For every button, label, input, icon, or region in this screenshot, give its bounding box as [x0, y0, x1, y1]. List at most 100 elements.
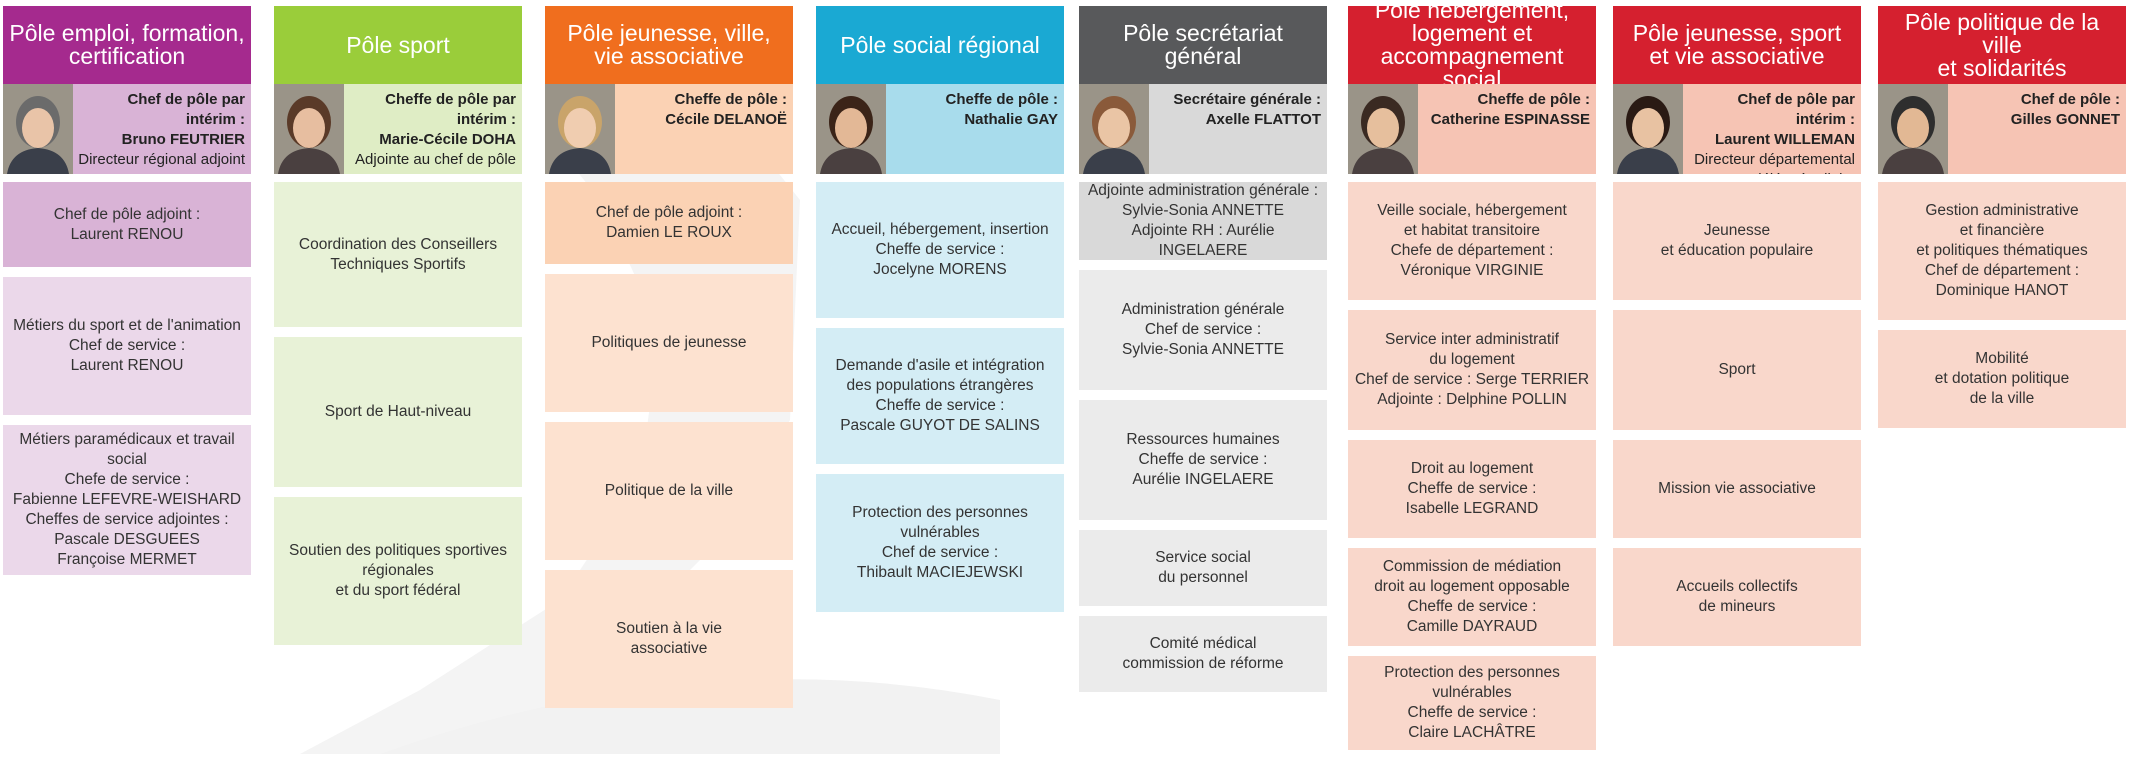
head-title: Chef de pôle par intérim : [1737, 91, 1855, 128]
head-title: Cheffe de pôle : [674, 91, 787, 108]
head-subtitle: Adjointe au chef de pôle [355, 151, 516, 168]
person-portrait-icon [816, 84, 886, 174]
person-portrait-icon [1878, 84, 1948, 174]
column-pole-secretariat: Pôle secrétariat général Secrétaire géné… [1079, 6, 1327, 702]
column-header: Pôle social régional [816, 6, 1064, 84]
service-box: Chef de pôle adjoint :Laurent RENOU [3, 182, 251, 267]
head-photo [545, 84, 615, 174]
service-box: Mission vie associative [1613, 440, 1861, 538]
column-pole-politique-ville: Pôle politique de la ville et solidarité… [1878, 6, 2126, 438]
head-info: Secrétaire générale : Axelle FLATTOT [1149, 84, 1327, 174]
column-pole-jeunesse-sport: Pôle jeunesse, sport et vie associative … [1613, 6, 1861, 656]
head-title: Cheffe de pôle : [945, 91, 1058, 108]
column-header: Pôle secrétariat général [1079, 6, 1327, 84]
head-row: Secrétaire générale : Axelle FLATTOT [1079, 84, 1327, 174]
head-subtitle: Directeur départemental délégué adjoint [1694, 151, 1855, 174]
column-pole-emploi: Pôle emploi, formation, certification Ch… [3, 6, 251, 585]
head-photo [1878, 84, 1948, 174]
column-header: Pôle jeunesse, ville, vie associative [545, 6, 793, 84]
head-photo [1613, 84, 1683, 174]
column-pole-jeunesse-ville: Pôle jeunesse, ville, vie associative Ch… [545, 6, 793, 718]
head-row: Cheffe de pôle : Catherine ESPINASSE [1348, 84, 1596, 174]
head-photo [1079, 84, 1149, 174]
head-info: Chef de pôle : Gilles GONNET [1948, 84, 2126, 174]
head-row: Cheffe de pôle par intérim : Marie-Cécil… [274, 84, 522, 174]
service-boxes: Chef de pôle adjoint :Laurent RENOU Méti… [3, 182, 251, 575]
head-title: Cheffe de pôle : [1477, 91, 1590, 108]
head-name: Nathalie GAY [964, 111, 1058, 128]
head-photo [816, 84, 886, 174]
service-box: Sport de Haut-niveau [274, 337, 522, 487]
service-box: Politique de la ville [545, 422, 793, 560]
head-row: Chef de pôle par intérim : Bruno FEUTRIE… [3, 84, 251, 174]
head-subtitle: Directeur régional adjoint [78, 151, 245, 168]
head-name: Axelle FLATTOT [1205, 111, 1321, 128]
head-name: Gilles GONNET [2010, 111, 2120, 128]
person-portrait-icon [1613, 84, 1683, 174]
service-box: Adjointe administration générale :Sylvie… [1079, 182, 1327, 260]
person-portrait-icon [545, 84, 615, 174]
column-pole-hebergement: Pôle hébergement, logement et accompagne… [1348, 0, 1596, 760]
column-header: Pôle jeunesse, sport et vie associative [1613, 6, 1861, 84]
person-portrait-icon [3, 84, 73, 174]
service-boxes: Adjointe administration générale :Sylvie… [1079, 182, 1327, 692]
service-box: Politiques de jeunesse [545, 274, 793, 412]
head-name: Bruno FEUTRIER [121, 131, 245, 148]
column-header: Pôle emploi, formation, certification [3, 6, 251, 84]
head-row: Chef de pôle par intérim : Laurent WILLE… [1613, 84, 1861, 174]
column-pole-social-regional: Pôle social régional Cheffe de pôle : Na… [816, 6, 1064, 622]
head-title: Chef de pôle par intérim : [127, 91, 245, 128]
head-title: Cheffe de pôle par intérim : [385, 91, 516, 128]
head-row: Cheffe de pôle : Nathalie GAY [816, 84, 1064, 174]
head-name: Catherine ESPINASSE [1430, 111, 1590, 128]
head-info: Cheffe de pôle : Catherine ESPINASSE [1418, 84, 1596, 174]
column-header: Pôle politique de la ville et solidarité… [1878, 6, 2126, 84]
head-photo [3, 84, 73, 174]
column-header: Pôle sport [274, 6, 522, 84]
column-pole-sport: Pôle sport Cheffe de pôle par intérim : … [274, 6, 522, 655]
head-info: Cheffe de pôle : Cécile DELANOË [615, 84, 793, 174]
person-portrait-icon [274, 84, 344, 174]
head-photo [274, 84, 344, 174]
service-box: Sport [1613, 310, 1861, 430]
person-portrait-icon [1348, 84, 1418, 174]
head-info: Cheffe de pôle : Nathalie GAY [886, 84, 1064, 174]
person-portrait-icon [1079, 84, 1149, 174]
head-row: Cheffe de pôle : Cécile DELANOË [545, 84, 793, 174]
head-info: Chef de pôle par intérim : Bruno FEUTRIE… [73, 84, 251, 174]
head-title: Secrétaire générale : [1173, 91, 1321, 108]
head-name: Laurent WILLEMAN [1715, 131, 1855, 148]
column-header: Pôle hébergement, logement et accompagne… [1348, 0, 1596, 91]
head-name: Marie-Cécile DOHA [379, 131, 516, 148]
head-row: Chef de pôle : Gilles GONNET [1878, 84, 2126, 174]
service-boxes: Chef de pôle adjoint :Damien LE ROUX Pol… [545, 182, 793, 708]
service-box: Chef de pôle adjoint :Damien LE ROUX [545, 182, 793, 264]
head-name: Cécile DELANOË [665, 111, 787, 128]
